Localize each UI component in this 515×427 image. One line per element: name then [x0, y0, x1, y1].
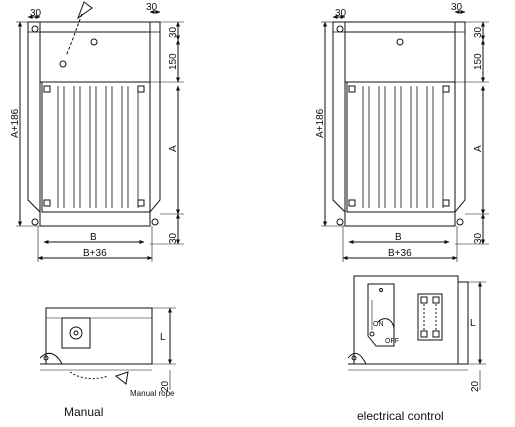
dim-l: L	[160, 332, 166, 343]
electrical-front-view	[321, 10, 489, 262]
dim-right-150: 150	[473, 53, 484, 70]
switch-on-label: ON	[373, 321, 384, 328]
dim-top-left: 30	[335, 8, 347, 19]
electrical-caption: electrical control	[357, 409, 444, 423]
manual-caption: Manual	[64, 405, 103, 419]
manual-front-dims: 30 30 30 150 A 30 A+186 B B+36	[10, 2, 179, 259]
dim-top-right: 30	[146, 2, 158, 13]
dim-left-height: A+186	[10, 108, 21, 138]
dim-b36: B+36	[83, 248, 107, 259]
electrical-side-view	[347, 275, 486, 390]
electrical-side-dims: L 20 ON OFF	[373, 318, 481, 392]
manual-side-dims: L 20 Manual rope	[130, 332, 175, 398]
dim-b36: B+36	[388, 248, 412, 259]
dim-l: L	[470, 318, 476, 329]
blade-lines	[362, 86, 444, 208]
dim-right-30: 30	[168, 26, 179, 38]
manual-front-view	[16, 1, 184, 262]
dim-right-a: A	[473, 145, 484, 152]
dim-20: 20	[470, 380, 481, 392]
dim-b: B	[395, 232, 402, 243]
manual-side-view	[39, 307, 176, 390]
blade-lines	[57, 86, 139, 208]
dim-left-height: A+186	[315, 108, 326, 138]
manual-rope-label: Manual rope	[130, 389, 175, 398]
dim-top-left: 30	[30, 8, 42, 19]
dim-right-30: 30	[473, 26, 484, 38]
dim-top-right: 30	[451, 2, 463, 13]
dim-right-30b: 30	[473, 232, 484, 244]
switch-off-label: OFF	[385, 338, 399, 345]
dim-right-30b: 30	[168, 232, 179, 244]
dim-20: 20	[160, 380, 171, 392]
dim-right-150: 150	[168, 53, 179, 70]
dim-b: B	[90, 232, 97, 243]
electrical-front-dims: 30 30 30 150 A 30 A+186 B B+36	[315, 2, 484, 259]
dim-right-a: A	[168, 145, 179, 152]
